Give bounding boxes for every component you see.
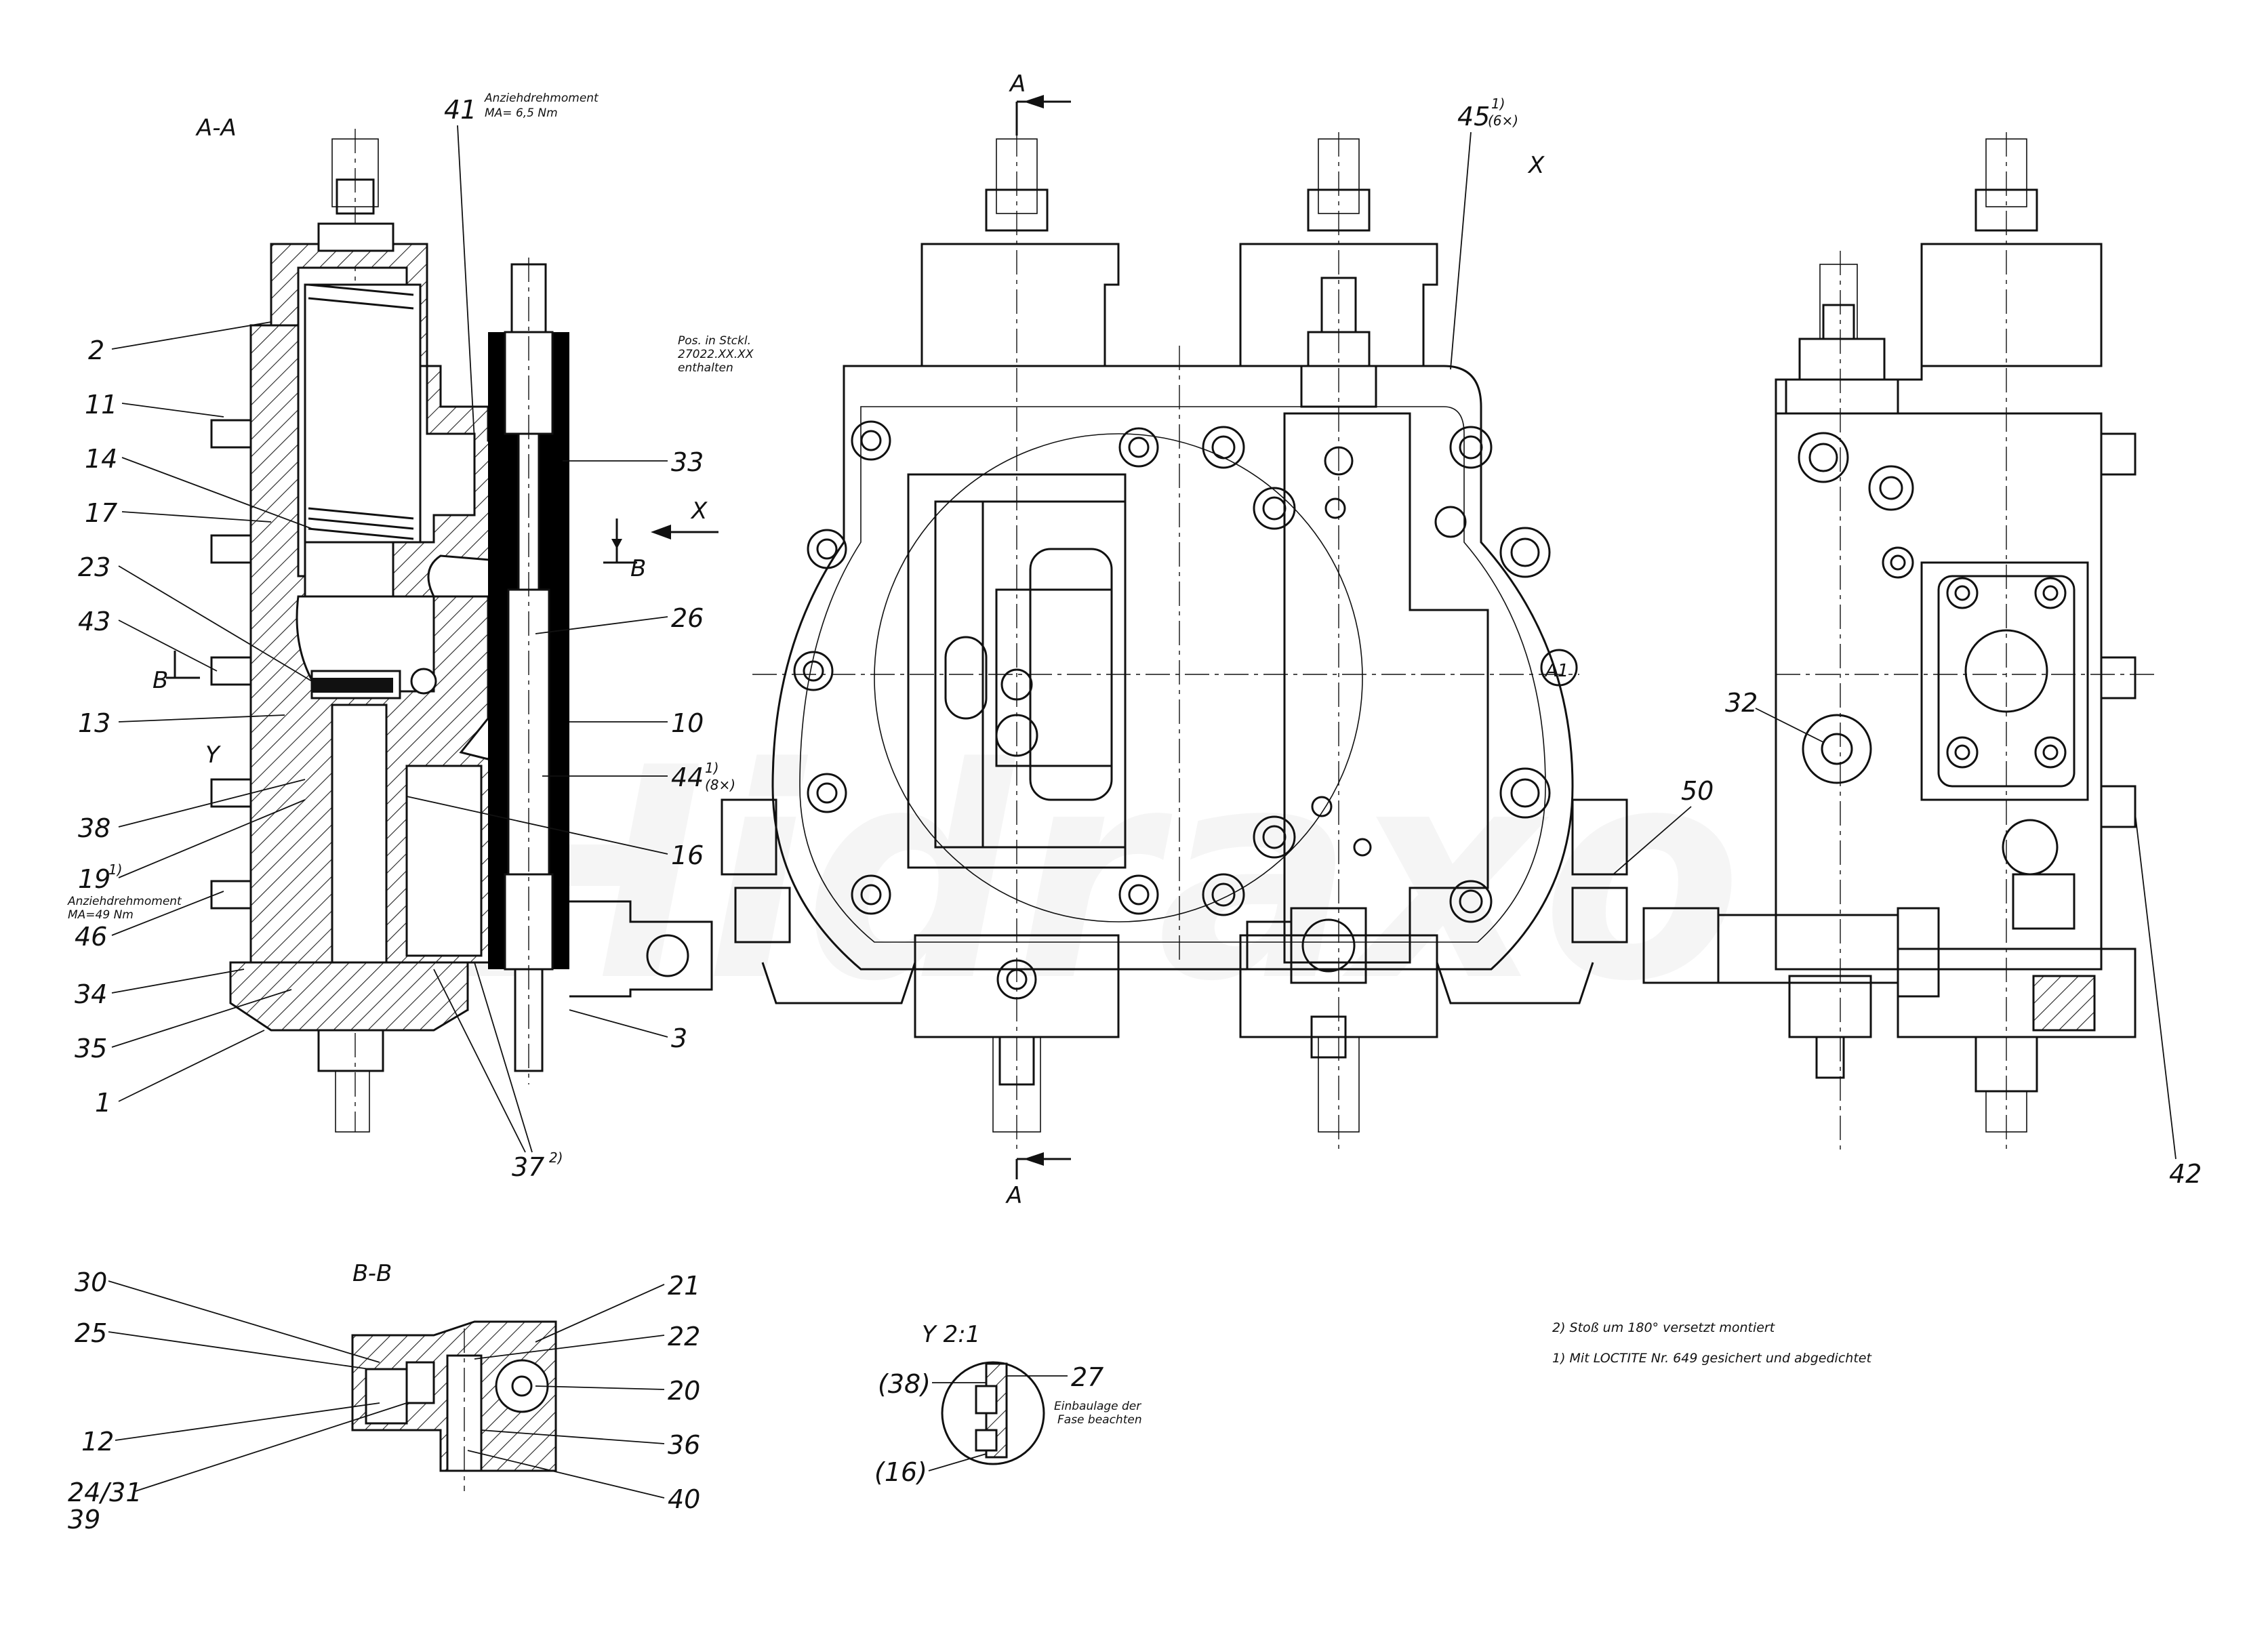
detail-y-title: Y 2:1 <box>922 1321 980 1348</box>
bb-part-40: 40 <box>668 1484 700 1514</box>
section-aa-title: A-A <box>195 115 237 142</box>
part-37: 37 <box>512 1152 544 1182</box>
part-50: 50 <box>1681 776 1714 806</box>
bb-part-39: 39 <box>68 1505 100 1534</box>
part-26: 26 <box>671 603 704 633</box>
bb-part-22: 22 <box>668 1322 700 1351</box>
bb-part-30: 30 <box>75 1267 107 1297</box>
part-23: 23 <box>78 552 110 582</box>
part-32: 32 <box>1725 688 1758 718</box>
part-44-footnote: 1) <box>705 760 719 776</box>
footnote-2: 2) Stoß um 180° versetzt montiert <box>1552 1320 1776 1335</box>
detail-y-marker: Y <box>205 741 221 769</box>
torque-46-line2: MA=49 Nm <box>68 908 134 922</box>
fase-note-line2: Fase beachten <box>1057 1413 1142 1427</box>
view-x-arrow-label: X <box>690 497 708 525</box>
part-41: 41 <box>444 95 477 125</box>
part-44: 44 <box>671 763 704 792</box>
bb-part-20: 20 <box>668 1376 700 1406</box>
part-34: 34 <box>75 979 107 1009</box>
part-10: 10 <box>671 708 704 738</box>
section-bb-view: B-B <box>351 1260 557 1491</box>
part-38: 38 <box>78 813 110 843</box>
bb-part-24-31: 24/31 <box>68 1478 142 1507</box>
pos-note-line2: 27022.XX.XX <box>678 348 754 361</box>
part-45: 45 <box>1457 102 1490 131</box>
part-13: 13 <box>78 708 110 738</box>
side-view <box>1642 132 2155 1152</box>
bb-part-36: 36 <box>668 1430 700 1460</box>
bb-part-21: 21 <box>668 1271 700 1301</box>
side-part-labels: 32 42 <box>1725 688 2202 1189</box>
part-3: 3 <box>671 1023 687 1053</box>
cut-a-top: A <box>1009 70 1026 98</box>
cut-b-left: B <box>153 667 168 694</box>
part-14: 14 <box>85 444 117 474</box>
view-x-label: X <box>1527 152 1545 179</box>
detail-y-labels: (38) 27 (16) Einbaulage der Fase beachte… <box>874 1362 1142 1487</box>
port-a1-marker: A1 <box>1544 661 1568 681</box>
part-37-footnote: 2) <box>549 1150 563 1166</box>
torque-46-line1: Anziehdrehmoment <box>67 895 182 908</box>
front-view: A A <box>721 70 1628 1209</box>
part-45-qty: (6×) <box>1488 113 1518 129</box>
torque-41-line1: Anziehdrehmoment <box>484 92 599 105</box>
y-part-38: (38) <box>878 1369 931 1399</box>
part-1: 1 <box>95 1088 111 1118</box>
part-44-qty: (8×) <box>705 777 735 793</box>
footnotes: 2) Stoß um 180° versetzt montiert 1) Mit… <box>1552 1320 1872 1366</box>
torque-41-line2: MA= 6,5 Nm <box>485 106 558 120</box>
section-bb-title: B-B <box>352 1260 392 1287</box>
cut-b-right: B <box>630 555 646 582</box>
y-part-16: (16) <box>874 1457 927 1487</box>
aa-part-labels: 2 11 14 17 23 43 13 38 19 1) 46 34 35 1 … <box>75 95 735 1182</box>
part-2: 2 <box>88 336 104 365</box>
footnote-1: 1) Mit LOCTITE Nr. 649 gesichert und abg… <box>1552 1351 1872 1366</box>
fase-note-line1: Einbaulage der <box>1054 1400 1141 1413</box>
bb-part-12: 12 <box>81 1427 114 1457</box>
bb-part-labels: 30 25 12 24/31 39 21 22 20 36 40 <box>68 1267 700 1534</box>
part-19: 19 <box>78 864 110 894</box>
part-43: 43 <box>78 607 110 636</box>
pos-note-line3: enthalten <box>678 361 733 375</box>
watermark: Hidraxo <box>461 706 1742 1045</box>
part-42: 42 <box>2169 1159 2202 1189</box>
pos-note-line1: Pos. in Stckl. <box>678 334 751 348</box>
y-part-27: 27 <box>1071 1362 1103 1392</box>
detail-y-view: Y 2:1 <box>922 1321 1045 1465</box>
part-11: 11 <box>85 390 117 420</box>
part-19-footnote: 1) <box>108 861 123 878</box>
part-33: 33 <box>671 447 704 477</box>
part-45-footnote: 1) <box>1491 96 1505 112</box>
part-17: 17 <box>85 498 117 528</box>
front-part-labels: 45 1) (6×) X 50 <box>1450 96 1714 875</box>
cut-a-bottom: A <box>1005 1182 1022 1209</box>
bb-part-25: 25 <box>75 1318 107 1348</box>
section-aa-view: A-A <box>67 92 754 1133</box>
part-16: 16 <box>671 840 704 870</box>
part-46: 46 <box>75 922 107 952</box>
part-35: 35 <box>75 1034 107 1063</box>
